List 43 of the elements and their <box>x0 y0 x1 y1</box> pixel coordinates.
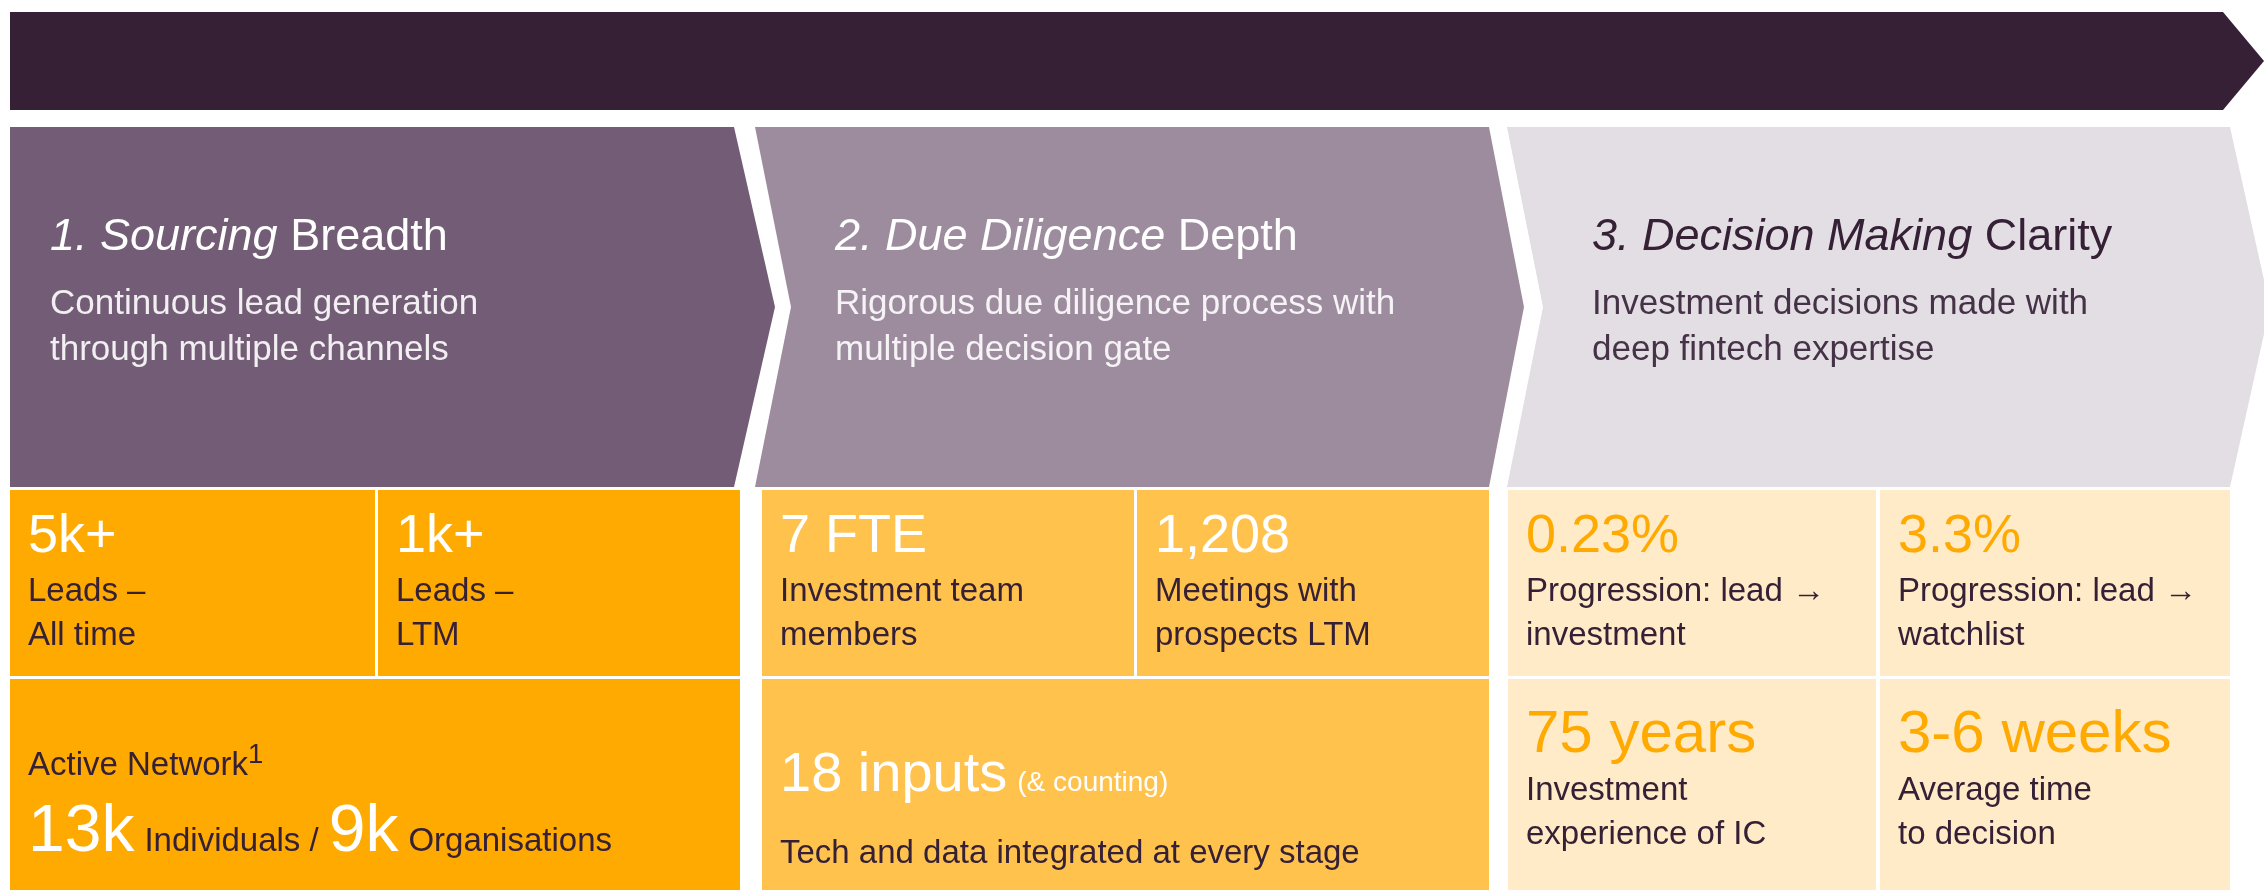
metric-label: Leads – All time <box>28 570 147 654</box>
metric-tile <box>1508 679 1876 890</box>
metric-value: 0.23% <box>1526 502 1681 565</box>
metric-label: Meetings with prospects LTM <box>1155 570 1372 654</box>
metric-label: Average time to decision <box>1898 769 2093 853</box>
metric-label: Tech and data integrated at every stage <box>780 832 1360 872</box>
metric-value: 9k <box>328 795 399 861</box>
stage-panel <box>10 127 776 487</box>
stage-title: 1. Sourcing Breadth <box>50 208 448 262</box>
metric-tile <box>1137 490 1489 676</box>
metric-label: Individuals / <box>144 820 319 860</box>
metric-tile <box>1880 490 2230 676</box>
metric-note: (& counting) <box>1017 765 1169 799</box>
metric-value: 18 inputs <box>780 739 1008 805</box>
metric-value: 3.3% <box>1898 502 2023 565</box>
stage-title: 2. Due Diligence Depth <box>835 208 1298 262</box>
stage-panel <box>1507 127 2264 487</box>
metric-label: Progression: lead → watchlist <box>1898 570 2198 654</box>
stage-description: Rigorous due diligence process with multiple decision gate <box>835 281 1397 369</box>
metric-tile <box>378 490 740 676</box>
metric-value: 1,208 <box>1155 502 1292 565</box>
metric-tile <box>10 490 375 676</box>
metric-label: Leads – LTM <box>396 570 515 654</box>
metric-value: 1k+ <box>396 502 486 565</box>
stage-description: Investment decisions made with deep fintech expertise <box>1592 281 2090 369</box>
metric-value: 7 FTE <box>780 502 929 565</box>
metric-label: Progression: lead → investment <box>1526 570 1826 654</box>
metric-value: 13k <box>28 795 135 861</box>
metric-value: 75 years <box>1526 697 1758 767</box>
metric-label: Investment team members <box>780 570 1025 654</box>
metric-label: Investment experience of IC <box>1526 769 1768 853</box>
metric-label: Organisations <box>408 820 612 860</box>
network-label: Active Network$^{1}$ <box>28 737 264 784</box>
metric-tile <box>1880 679 2230 890</box>
metric-tile <box>10 679 740 890</box>
stage-panel <box>755 127 1524 487</box>
metric-tile <box>1508 490 1876 676</box>
stage-title: 3. Decision Making Clarity <box>1592 208 2113 262</box>
metric-value: 3-6 weeks <box>1898 697 2172 767</box>
metric-value: 5k+ <box>28 502 118 565</box>
metric-tile <box>762 679 1489 890</box>
stage-description: Continuous lead generation through multiple channels <box>50 281 480 369</box>
metric-tile <box>762 490 1134 676</box>
